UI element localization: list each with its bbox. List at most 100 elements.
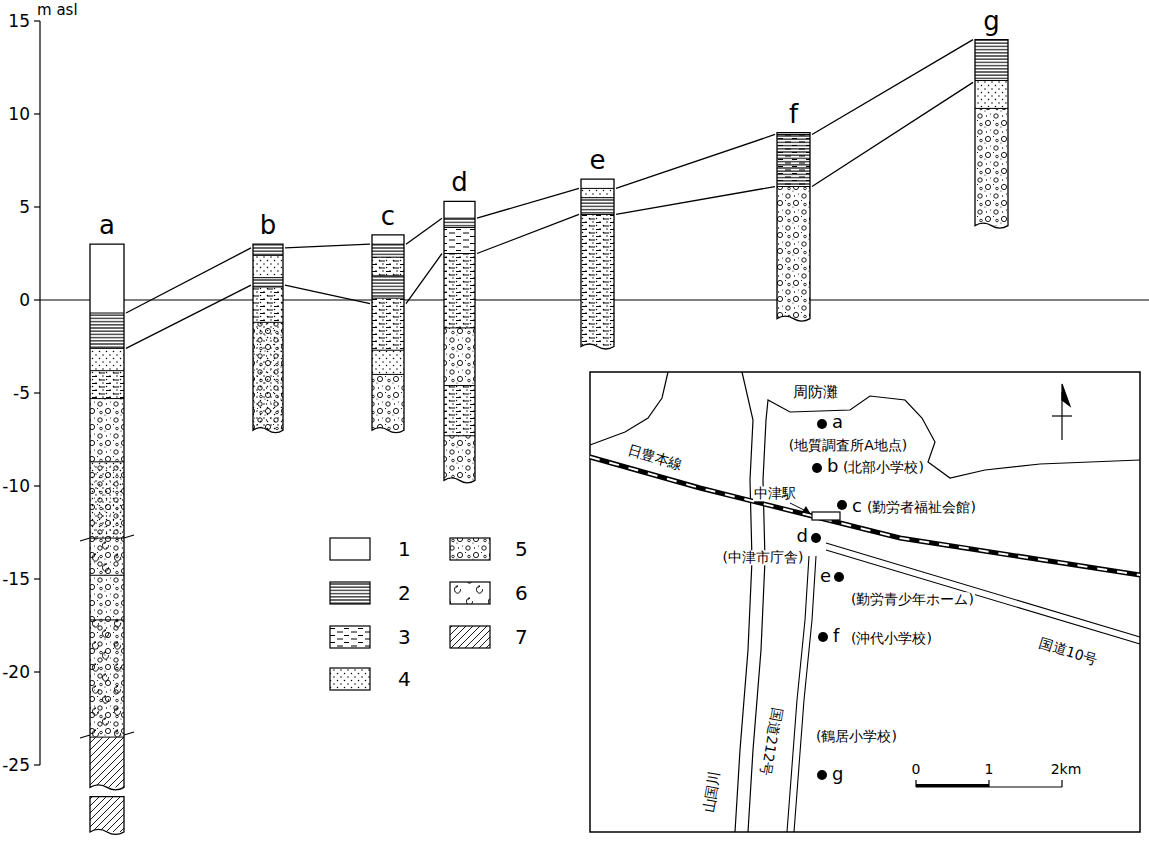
strata-layers (372, 276, 404, 298)
north-arrow (1052, 384, 1072, 440)
strata-layers (372, 298, 404, 350)
column-outline (372, 235, 404, 433)
column-letter: g (973, 6, 1010, 36)
map-label: (勤労青少年ホーム) (850, 592, 975, 607)
strata-layers (975, 40, 1008, 81)
legend-number: 4 (398, 668, 411, 690)
axis-label: 5 (18, 198, 31, 217)
site-dot (817, 419, 827, 429)
strata-layers (90, 313, 124, 348)
correlation-line (126, 248, 251, 313)
legend-number: 6 (515, 582, 528, 604)
depth-axis (34, 20, 40, 21)
strata-layers (581, 214, 614, 346)
strata-layers (444, 327, 475, 328)
strata-layers (444, 254, 475, 328)
column-outline (253, 244, 283, 433)
column-letter: a (88, 210, 126, 240)
strata-layers (444, 254, 475, 328)
axis-label: m asl (36, 2, 79, 19)
depth-axis (34, 206, 40, 207)
strata-layers (372, 350, 404, 374)
strata-layers (372, 257, 404, 276)
strata-layers (444, 218, 475, 227)
strata-layers (372, 244, 404, 257)
strata-layers (90, 348, 124, 370)
strata-layers (372, 298, 404, 350)
strata-layers (444, 385, 475, 386)
strata-layers (90, 371, 124, 399)
strata-layers (777, 133, 810, 319)
depth-axis (34, 671, 40, 672)
legend-number: 3 (398, 626, 411, 648)
strata-layers (253, 322, 283, 430)
strata-layers (777, 134, 810, 186)
strata-layers (253, 286, 283, 287)
strata-layers (372, 276, 404, 298)
strata-layers (581, 188, 614, 197)
correlation-line (477, 214, 579, 253)
borehole-column: b (251, 210, 285, 430)
map-label: d (796, 526, 809, 546)
legend-swatch (450, 538, 490, 560)
station-symbol (812, 512, 840, 520)
strata-layers (444, 328, 475, 386)
strata-layers (777, 134, 810, 186)
legend-swatch (450, 626, 490, 648)
strata-layers (372, 257, 404, 276)
strata-layers (975, 40, 1008, 226)
boundary-tick (80, 535, 134, 738)
strata-layers (372, 298, 404, 299)
column-outline (777, 133, 810, 322)
strata-layers (975, 108, 1008, 225)
correlation-line (812, 40, 973, 135)
axis-label: -5 (12, 384, 31, 403)
map-label: 周防灘 (792, 384, 839, 401)
strata-layers (90, 348, 124, 370)
strata-layers (253, 287, 283, 322)
strata-layers (372, 350, 404, 351)
strata-layers (581, 188, 614, 189)
strata-layers (372, 257, 404, 258)
correlation-line (477, 188, 579, 218)
strata-layers (90, 619, 124, 620)
legend-swatch (330, 538, 370, 560)
strata-layers (975, 80, 1008, 81)
strata-layers (975, 108, 1008, 225)
axis-label: 15 (7, 12, 31, 31)
site-dot (812, 463, 822, 473)
column-outline (90, 244, 124, 790)
strata-layers (90, 313, 124, 348)
strata-layers (372, 235, 404, 430)
strata-layers (372, 244, 404, 245)
strata-layers (444, 227, 475, 228)
site-dot (817, 770, 827, 780)
column-letter: c (370, 201, 406, 231)
strata-layers (975, 108, 1008, 109)
strata-layers (90, 620, 124, 737)
strata-layers (444, 328, 475, 386)
strata-layers (90, 371, 124, 399)
depth-axis (34, 578, 40, 579)
column-outline (581, 179, 614, 349)
road (826, 543, 1140, 644)
strata-layers (777, 186, 810, 187)
legend-number: 5 (515, 538, 528, 560)
correlation-line (285, 244, 370, 248)
strata-layers (777, 187, 810, 319)
strata-layers (90, 244, 124, 313)
strata-layers (444, 435, 475, 436)
railway (590, 457, 1140, 575)
strata-layers (372, 374, 404, 430)
correlation-line (616, 134, 775, 188)
strata-layers (253, 278, 283, 287)
map-label: a (831, 412, 844, 432)
legend-swatch (450, 582, 490, 604)
strata-layers (581, 179, 614, 188)
map-label: (地質調査所A地点) (788, 438, 909, 453)
north-arrow (1062, 384, 1070, 406)
map-label: e (819, 566, 832, 586)
